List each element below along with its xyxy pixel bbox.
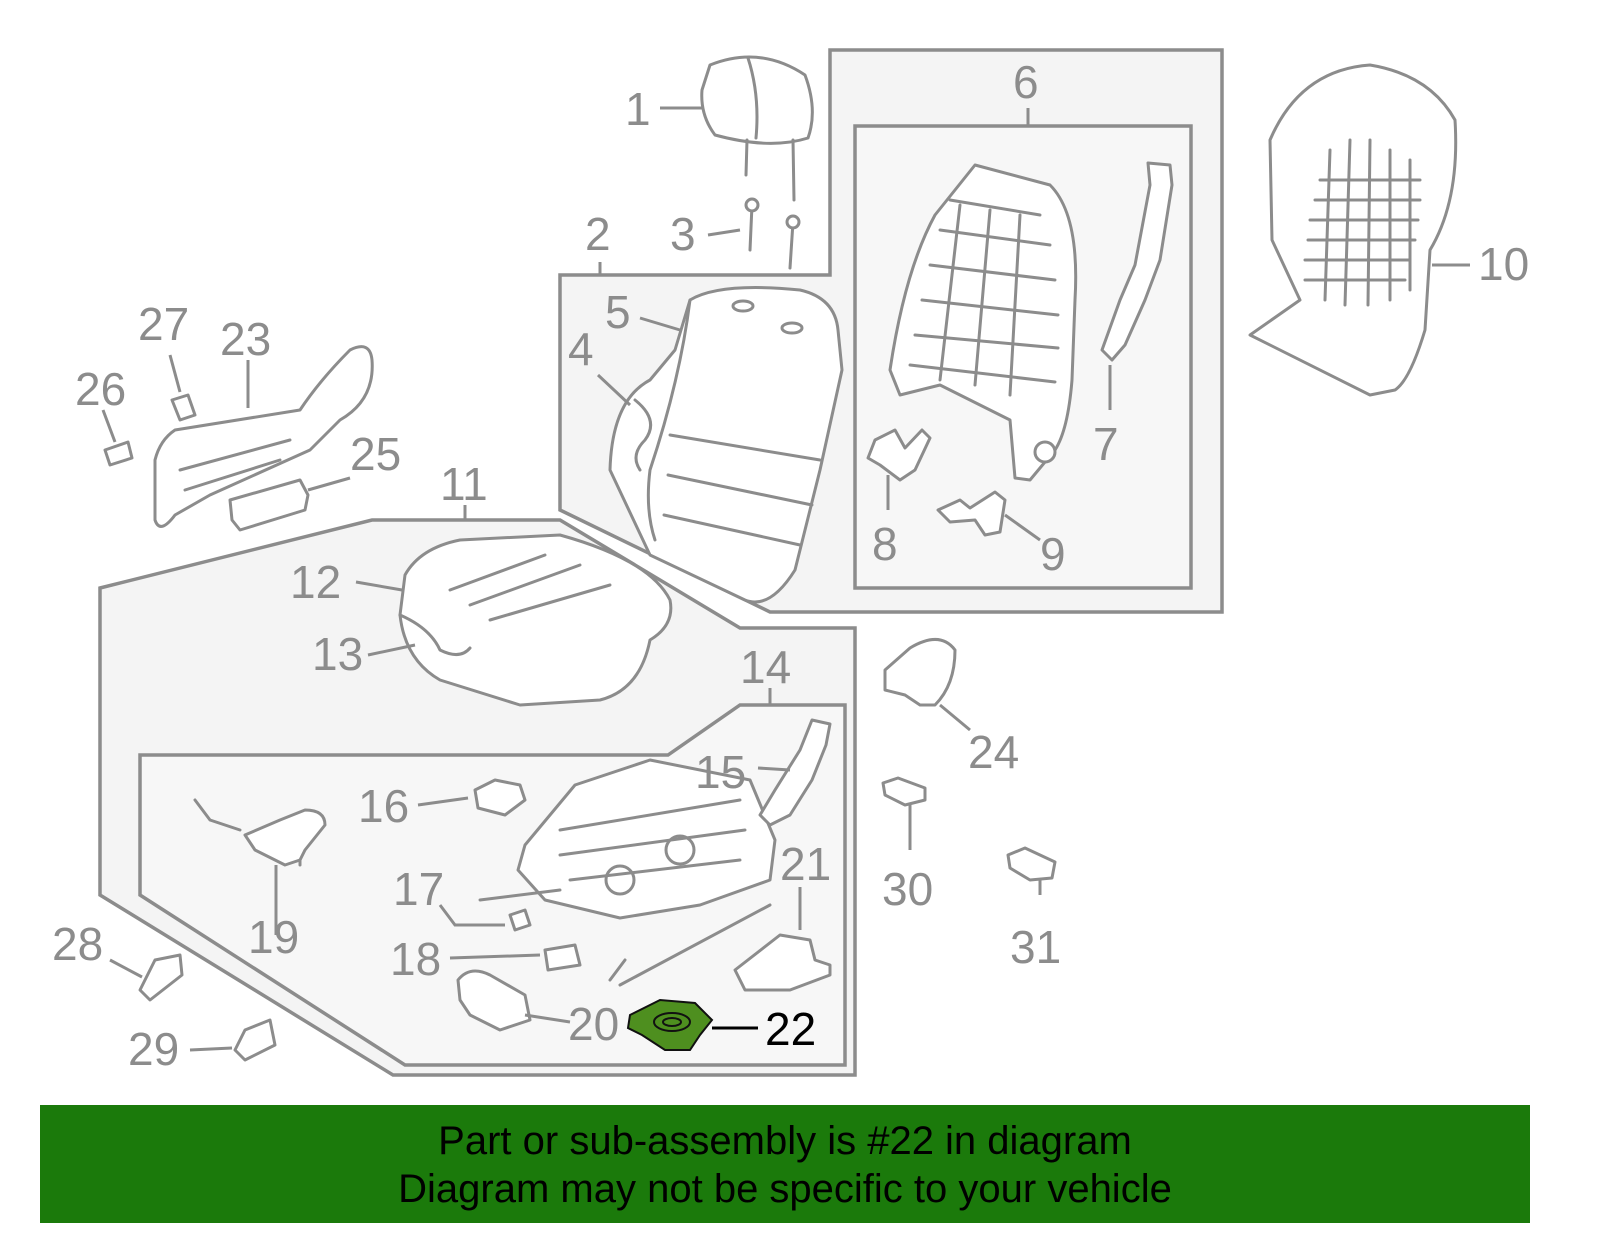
callout-26: 26	[75, 363, 126, 415]
callout-15: 15	[695, 746, 746, 798]
seat-back-frame	[888, 163, 1078, 482]
cap-27	[170, 393, 197, 422]
callout-23: 23	[220, 313, 271, 365]
motor-20	[456, 969, 532, 1032]
callout-29: 29	[128, 1023, 179, 1075]
callout-18: 18	[390, 933, 441, 985]
callout-31: 31	[1010, 921, 1061, 973]
callout-25: 25	[350, 428, 401, 480]
callout-9: 9	[1040, 528, 1066, 580]
bracket-8	[866, 428, 932, 482]
seat-parts-diagram: 1 2 3 4 5 6 7 8 9 10 11 12 13 14 15 16 1…	[52, 48, 1529, 1077]
headrest-guide	[744, 197, 801, 270]
callout-20: 20	[568, 998, 619, 1050]
callout-24: 24	[968, 726, 1019, 778]
clip-18	[543, 943, 582, 972]
clip-30	[881, 776, 927, 807]
callout-7: 7	[1093, 418, 1119, 470]
callout-19: 19	[248, 911, 299, 963]
leader-lines	[101, 106, 1470, 1052]
callout-8: 8	[872, 518, 898, 570]
clip-31	[1006, 846, 1057, 882]
callout-2: 2	[585, 208, 611, 260]
banner-line-disclaimer: Diagram may not be specific to your vehi…	[398, 1167, 1172, 1211]
callout-30: 30	[882, 863, 933, 915]
callout-16: 16	[358, 780, 409, 832]
clip-29	[233, 1018, 277, 1062]
headrest	[700, 55, 814, 202]
seat-cushion	[398, 533, 673, 707]
callout-11: 11	[440, 458, 488, 510]
highlighted-part-22	[626, 998, 714, 1051]
switch-19	[193, 798, 327, 867]
frame-brace	[1100, 161, 1174, 362]
switch-25	[228, 478, 310, 532]
clip-28	[138, 953, 184, 1002]
callout-14: 14	[740, 641, 791, 693]
callout-3: 3	[670, 208, 696, 260]
callout-10: 10	[1478, 238, 1529, 290]
callout-12: 12	[290, 556, 341, 608]
info-banner: Part or sub-assembly is #22 in diagram D…	[40, 1105, 1530, 1223]
cover-24	[883, 638, 957, 707]
callout-17: 17	[393, 863, 444, 915]
callout-1: 1	[625, 83, 651, 135]
callout-27: 27	[138, 298, 189, 350]
callout-22: 22	[765, 1003, 816, 1055]
cap-26	[103, 440, 134, 467]
callout-5: 5	[605, 286, 631, 338]
motor-21	[733, 933, 832, 992]
banner-line-part: Part or sub-assembly is #22 in diagram	[438, 1119, 1132, 1163]
bracket-9	[936, 490, 1007, 537]
callout-21: 21	[780, 838, 831, 890]
callout-4: 4	[568, 323, 594, 375]
seat-back-cover	[608, 286, 844, 604]
callout-28: 28	[52, 918, 103, 970]
side-shield	[153, 345, 374, 528]
module-16	[473, 778, 527, 817]
clip-17	[508, 908, 532, 932]
callout-13: 13	[312, 628, 363, 680]
seat-track-frame	[478, 758, 777, 987]
callout-6: 6	[1013, 56, 1039, 108]
back-panel	[1248, 63, 1458, 397]
